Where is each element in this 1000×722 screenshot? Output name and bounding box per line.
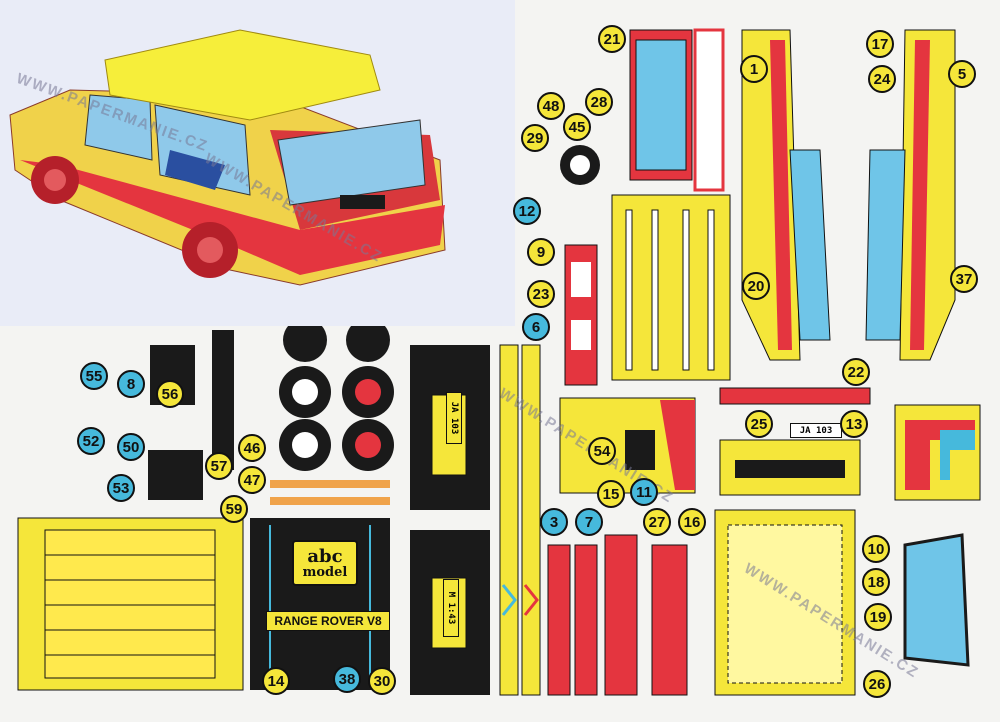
logo-line2: model [302, 564, 348, 580]
part-number-badge: 45 [563, 113, 591, 141]
side-decal-strip [559, 397, 696, 494]
part-number-badge: 5 [948, 60, 976, 88]
part-number-badge: 57 [205, 452, 233, 480]
part-number-badge: 1 [740, 55, 768, 83]
part-number-badge: 55 [80, 362, 108, 390]
roof-rack-part [17, 517, 244, 691]
part-number-badge: 22 [842, 358, 870, 386]
rear-window [277, 119, 426, 206]
part-number-badge: 38 [333, 665, 361, 693]
part-number-badge: 7 [575, 508, 603, 536]
part-number-badge: 56 [156, 380, 184, 408]
logo-line1: abc [307, 545, 343, 567]
part-number-badge: 28 [585, 88, 613, 116]
part-number-badge: 10 [862, 535, 890, 563]
rear-window-part [903, 533, 970, 667]
roof-panel [611, 194, 731, 381]
windshield-part [629, 28, 725, 192]
part-number-badge: 15 [597, 480, 625, 508]
part-number-badge: 27 [643, 508, 671, 536]
part-number-badge: 26 [863, 670, 891, 698]
part-number-badge: 53 [107, 474, 135, 502]
tailgate-part [564, 244, 598, 386]
part-number-badge: 18 [862, 568, 890, 596]
side-panel-right [865, 29, 956, 361]
part-number-badge: 54 [588, 437, 616, 465]
part-number-badge: 52 [77, 427, 105, 455]
license-plate: JA 103 [790, 423, 842, 438]
abc-model-logo: abc model [292, 540, 358, 586]
part-number-badge: 19 [864, 603, 892, 631]
hood-panel [714, 509, 856, 696]
part-number-badge: 59 [220, 495, 248, 523]
scale-label: M 1:43 [443, 579, 459, 637]
part-number-badge: 20 [742, 272, 770, 300]
part-number-badge: 9 [527, 238, 555, 266]
roof-rack [104, 29, 381, 121]
part-number-badge: 30 [368, 667, 396, 695]
bumper-strip [719, 387, 871, 496]
part-number-badge: 24 [868, 65, 896, 93]
part-number-badge: 17 [866, 30, 894, 58]
part-number-badge: 48 [537, 92, 565, 120]
assembled-model-photo [0, 0, 515, 326]
part-number-badge: 12 [513, 197, 541, 225]
part-number-badge: 3 [540, 508, 568, 536]
model-name-label: RANGE ROVER V8 [266, 611, 390, 631]
wheels [279, 145, 600, 471]
license-plate-small: JA 103 [446, 392, 462, 444]
part-number-badge: 8 [117, 370, 145, 398]
part-number-badge: 46 [238, 434, 266, 462]
part-number-badge: 25 [745, 410, 773, 438]
door-strips [499, 344, 688, 696]
part-number-badge: 16 [678, 508, 706, 536]
part-number-badge: 29 [521, 124, 549, 152]
part-number-badge: 50 [117, 433, 145, 461]
part-number-badge: 6 [522, 313, 550, 341]
part-number-badge: 37 [950, 265, 978, 293]
part-number-badge: 13 [840, 410, 868, 438]
part-number-badge: 23 [527, 280, 555, 308]
part-number-badge: 47 [238, 466, 266, 494]
stripe-decal [894, 404, 981, 501]
part-number-badge: 11 [630, 478, 658, 506]
part-number-badge: 14 [262, 667, 290, 695]
part-number-badge: 21 [598, 25, 626, 53]
